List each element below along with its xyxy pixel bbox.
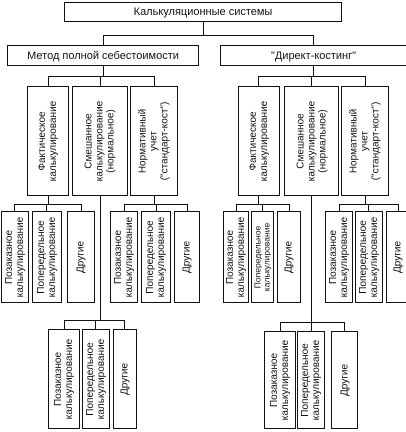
connector-line bbox=[154, 196, 155, 204]
root-node: Калькуляционные системы bbox=[64, 2, 342, 22]
connector-line bbox=[124, 204, 125, 211]
connector-line bbox=[156, 204, 157, 211]
connector-line bbox=[103, 35, 314, 36]
connector-line bbox=[100, 76, 101, 86]
type-label: Попередельное калькулирование bbox=[252, 222, 272, 292]
connector-line bbox=[262, 204, 263, 211]
connector-line bbox=[339, 204, 399, 205]
type-node: Попередельное калькулирование bbox=[141, 211, 171, 303]
kind-node: Нормативный учет ("стандарт-кост") bbox=[341, 86, 389, 196]
kind-label: Смешанное калькулирование (нормальное) bbox=[83, 100, 117, 182]
type-node: Позаказное калькулирование bbox=[325, 211, 353, 303]
connector-line bbox=[365, 196, 366, 204]
connector-line bbox=[81, 204, 82, 211]
connector-line bbox=[368, 204, 369, 211]
connector-line bbox=[154, 76, 155, 86]
type-node: Попередельное калькулирование bbox=[82, 329, 110, 429]
connector-line bbox=[14, 204, 15, 211]
method-node-direct-costing: "Директ-костинг" bbox=[220, 45, 406, 66]
connector-line bbox=[187, 204, 188, 211]
root-label: Калькуляционные системы bbox=[133, 5, 273, 18]
kind-node: Нормативный учет ("стандарт-кост") bbox=[130, 86, 178, 196]
type-label: Другие bbox=[181, 240, 193, 274]
connector-line bbox=[258, 76, 366, 77]
type-node: Попередельное калькулирование bbox=[251, 211, 274, 303]
connector-line bbox=[95, 320, 96, 329]
type-node: Позаказное калькулирование bbox=[110, 211, 138, 303]
connector-line bbox=[365, 76, 366, 86]
type-node: Попередельное калькулирование bbox=[297, 331, 325, 429]
connector-line bbox=[311, 196, 312, 322]
kind-label: Нормативный учет ("стандарт-кост") bbox=[137, 101, 171, 181]
type-label: Позаказное калькулирование bbox=[53, 338, 75, 420]
type-node: Другие bbox=[67, 211, 95, 303]
type-label: Позаказное калькулирование bbox=[4, 216, 26, 298]
type-node: Попередельное калькулирование bbox=[355, 211, 383, 303]
type-label: Попередельное калькулирование bbox=[300, 339, 322, 421]
kind-label: Фактическое калькулирование bbox=[248, 100, 270, 182]
type-node: Другие bbox=[331, 331, 358, 429]
method-label: Метод полной себестоимости bbox=[27, 49, 179, 62]
connector-line bbox=[289, 204, 290, 211]
connector-line bbox=[100, 196, 101, 320]
connector-line bbox=[258, 196, 259, 204]
connector-line bbox=[313, 35, 314, 45]
type-node: Другие bbox=[386, 211, 406, 303]
connector-line bbox=[14, 204, 82, 205]
type-label: Позаказное калькулирование bbox=[113, 216, 135, 298]
type-node: Другие bbox=[277, 211, 301, 303]
type-node: Другие bbox=[113, 329, 137, 429]
type-label: Попередельное калькулирование bbox=[145, 216, 167, 298]
connector-line bbox=[103, 66, 104, 76]
connector-line bbox=[344, 322, 345, 331]
connector-line bbox=[103, 35, 104, 45]
connector-line bbox=[124, 320, 125, 329]
type-node: Позаказное калькулирование bbox=[223, 211, 249, 303]
connector-line bbox=[280, 322, 345, 323]
connector-line bbox=[339, 204, 340, 211]
type-label: Попередельное калькулирование bbox=[85, 338, 107, 420]
type-node: Позаказное калькулирование bbox=[48, 329, 80, 429]
method-node-full-cost: Метод полной себестоимости bbox=[7, 45, 199, 66]
connector-line bbox=[48, 76, 155, 77]
connector-line bbox=[311, 322, 312, 331]
kind-label: Смешанное калькулирование (нормальное) bbox=[295, 100, 328, 182]
connector-line bbox=[48, 76, 49, 86]
kind-node: Фактическое калькулирование bbox=[27, 86, 69, 196]
connector-line bbox=[203, 22, 204, 35]
type-node: Другие bbox=[174, 211, 200, 303]
type-label: Позаказное калькулирование bbox=[225, 216, 247, 298]
connector-line bbox=[48, 196, 49, 204]
connector-line bbox=[280, 322, 281, 331]
kind-node: Фактическое калькулирование bbox=[238, 86, 280, 196]
connector-line bbox=[236, 204, 237, 211]
connector-line bbox=[64, 320, 65, 329]
type-node: Позаказное калькулирование bbox=[264, 331, 296, 429]
connector-line bbox=[46, 204, 47, 211]
type-label: Другие bbox=[392, 240, 404, 274]
type-label: Другие bbox=[283, 240, 295, 274]
kind-label: Нормативный учет ("стандарт-кост") bbox=[348, 101, 382, 181]
connector-line bbox=[313, 66, 314, 76]
kind-label: Фактическое калькулирование bbox=[37, 100, 59, 182]
kind-node: Смешанное калькулирование (нормальное) bbox=[284, 86, 339, 196]
kind-node: Смешанное калькулирование (нормальное) bbox=[72, 86, 128, 196]
type-label: Позаказное калькулирование bbox=[269, 339, 291, 421]
type-label: Позаказное калькулирование bbox=[328, 216, 350, 298]
type-label: Другие bbox=[119, 362, 131, 396]
connector-line bbox=[258, 76, 259, 86]
connector-line bbox=[398, 204, 399, 211]
connector-line bbox=[236, 204, 290, 205]
type-node: Позаказное калькулирование bbox=[1, 211, 29, 303]
connector-line bbox=[311, 76, 312, 86]
connector-line bbox=[64, 320, 125, 321]
method-label: "Директ-костинг" bbox=[270, 49, 357, 62]
type-label: Другие bbox=[75, 240, 87, 274]
type-label: Попередельное калькулирование bbox=[36, 216, 58, 298]
type-node: Попередельное калькулирование bbox=[32, 211, 62, 303]
type-label: Попередельное калькулирование bbox=[358, 216, 380, 298]
type-label: Другие bbox=[339, 363, 350, 397]
